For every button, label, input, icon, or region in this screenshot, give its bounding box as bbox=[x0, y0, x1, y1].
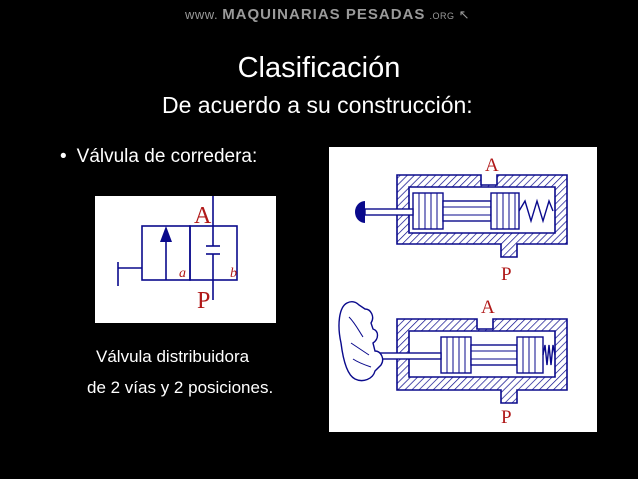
valve-top-land-left bbox=[412, 192, 444, 230]
valve-section-diagram: A P A P bbox=[338, 155, 568, 428]
valve-top-land-right bbox=[490, 192, 520, 230]
valve-top-port-p: P bbox=[501, 264, 512, 285]
symbol-label-b: b bbox=[230, 266, 237, 281]
valve-bottom-land-left bbox=[440, 336, 472, 374]
valve-bottom-port-a: A bbox=[481, 297, 495, 318]
site-banner: www. MAQUINARIAS PESADAS .ORG ↖ bbox=[0, 0, 638, 30]
caption-line-2: de 2 vías y 2 posiciones. bbox=[87, 378, 274, 397]
valve-top: A P bbox=[355, 155, 568, 285]
caption-line-1: Válvula distribuidora bbox=[96, 347, 250, 366]
banner-www: www. bbox=[185, 7, 219, 22]
valve-bottom-spool-neck bbox=[470, 344, 518, 366]
valve-bottom-rod bbox=[378, 352, 442, 360]
valve-bottom-port-p: P bbox=[501, 407, 512, 428]
valve-bottom: A P bbox=[338, 297, 568, 428]
flow-arrow-head-icon bbox=[160, 226, 172, 242]
valve-bottom-body bbox=[396, 318, 568, 404]
symbol-port-a: A bbox=[194, 203, 212, 229]
pointer-arrow-icon: ↖ bbox=[458, 7, 471, 22]
valve-section-panel: A P A P bbox=[329, 147, 597, 432]
symbol-port-p: P bbox=[197, 288, 210, 314]
valve-top-body bbox=[396, 174, 568, 258]
valve-top-rod bbox=[364, 208, 414, 216]
bullet-marker: • bbox=[60, 146, 67, 167]
valve-top-port-a: A bbox=[485, 155, 499, 176]
compressed-spring-icon bbox=[542, 344, 556, 366]
valve-bottom-land-right bbox=[516, 336, 544, 374]
symbol-label-a: a bbox=[179, 266, 186, 281]
slide-title: Clasificación bbox=[237, 52, 401, 84]
bullet-item: • Válvula de corredera: bbox=[60, 146, 257, 168]
slide-subtitle: De acuerdo a su construcción: bbox=[162, 92, 473, 118]
site-watermark: www. MAQUINARIAS PESADAS .ORG ↖ bbox=[185, 6, 470, 23]
spring-icon bbox=[518, 198, 554, 224]
bullet-text: Válvula de corredera: bbox=[76, 146, 258, 167]
push-button-icon bbox=[355, 201, 365, 223]
banner-name: MAQUINARIAS PESADAS bbox=[222, 6, 426, 23]
hand-detail-lines bbox=[348, 316, 372, 368]
valve-top-spool-neck bbox=[442, 200, 492, 222]
valve-symbol-panel: A P a b bbox=[95, 196, 276, 323]
hand-icon bbox=[338, 300, 384, 382]
banner-tld: .ORG bbox=[429, 11, 455, 21]
valve-symbol-diagram: A P a b bbox=[117, 196, 238, 314]
